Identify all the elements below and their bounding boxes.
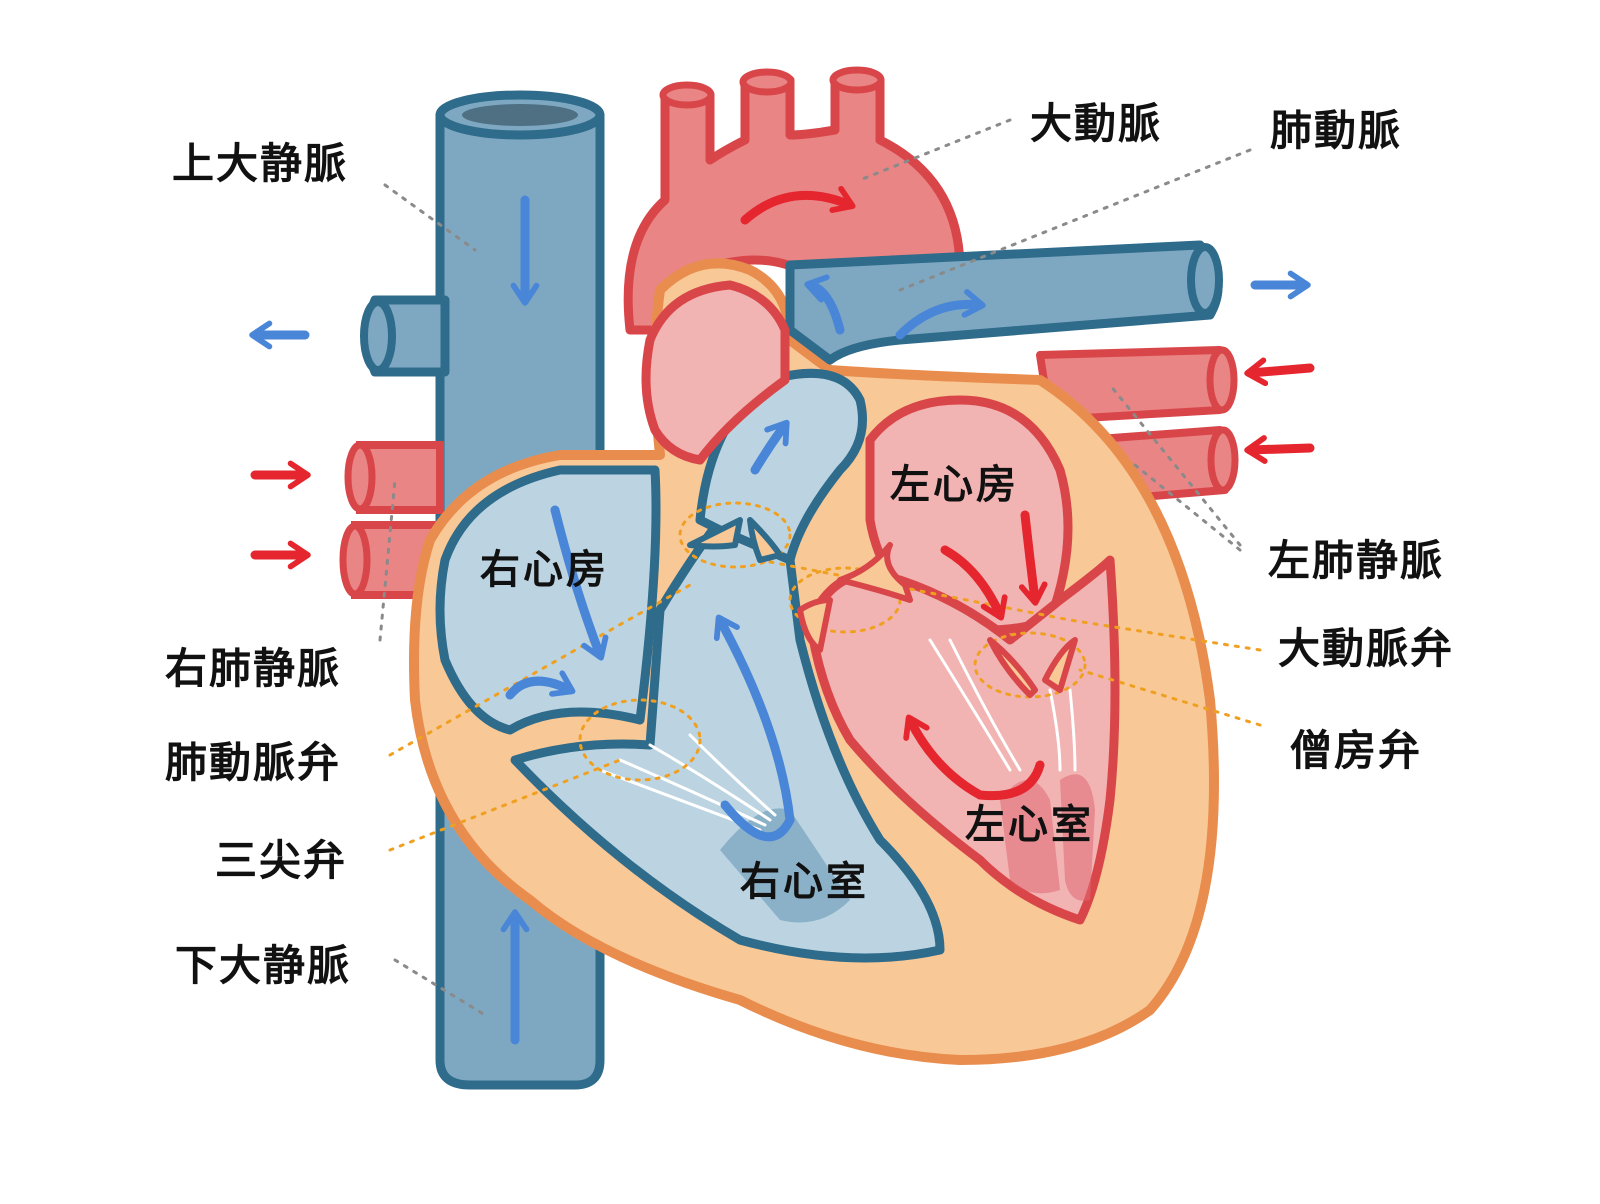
arrow-icon [895, 289, 986, 340]
red-flow-arrows [250, 185, 1315, 801]
right-ventricle [510, 515, 945, 963]
label-tricuspid-valve: 三尖弁 [215, 836, 348, 885]
vein-branch-left [360, 295, 450, 377]
valve-leaders [388, 558, 1262, 852]
label-right-pulmonary-vein: 右肺静脈 [165, 644, 342, 693]
label-pulmonary-artery: 肺動脈 [1270, 106, 1403, 155]
arrow-icon [740, 185, 856, 225]
pulmonary-artery [785, 240, 1223, 365]
arrow-icon [903, 714, 1045, 801]
label-pulmonary-valve: 肺動脈弁 [165, 738, 342, 787]
arrow-icon [940, 545, 1008, 621]
label-superior-vena-cava: 上大静脈 [172, 139, 349, 188]
arrow-icon [550, 505, 609, 661]
arrow-icon [804, 274, 845, 335]
arrow-icon [505, 670, 576, 700]
label-left-ventricle: 左心室 [965, 802, 1094, 848]
chordae [598, 638, 1077, 832]
papillary-muscles [720, 774, 1095, 923]
arrow-icon [1244, 435, 1315, 464]
label-mitral-valve: 僧房弁 [1290, 726, 1423, 775]
leader-lines [378, 118, 1252, 1017]
label-right-ventricle: 右心室 [740, 859, 869, 905]
label-left-atrium: 左心房 [890, 462, 1019, 508]
label-left-pulmonary-vein: 左肺静脈 [1268, 536, 1445, 585]
label-aortic-valve: 大動脈弁 [1278, 624, 1455, 673]
arrow-icon [1244, 357, 1315, 387]
aorta-inner [641, 280, 790, 465]
label-aorta: 大動脈 [1030, 99, 1163, 148]
arrow-icon [1018, 510, 1048, 606]
label-right-atrium: 右心房 [480, 547, 609, 593]
label-inferior-vena-cava: 下大静脈 [175, 941, 352, 990]
arrow-icon [750, 419, 790, 475]
right-atrium [435, 465, 661, 735]
valve-leaflets [687, 517, 1078, 698]
arrow-icon [713, 614, 795, 842]
blue-flow-arrows [249, 195, 1311, 1045]
